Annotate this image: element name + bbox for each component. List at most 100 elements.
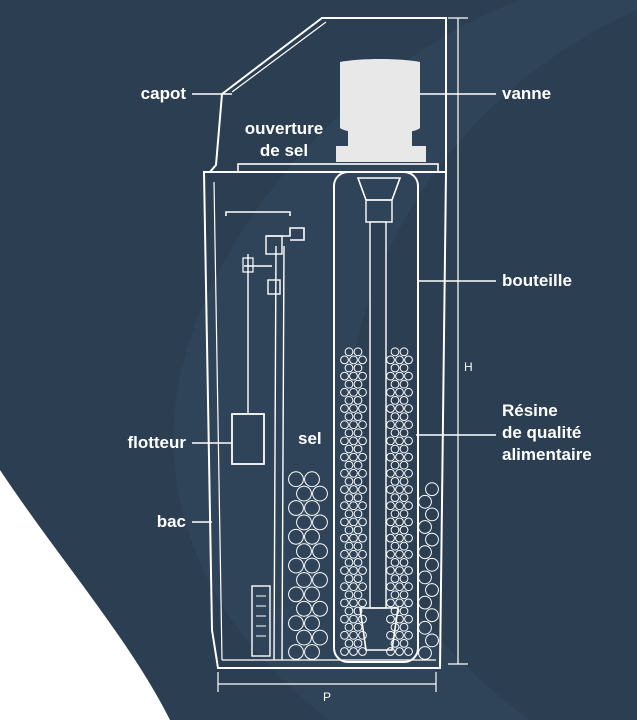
resin-bead [358,468,367,478]
salt-grain [425,557,439,572]
resin-bead [353,460,363,470]
resin-bead [399,639,409,648]
salt-grain [312,572,328,588]
resin-bead [395,355,404,365]
resin-bead [386,614,395,624]
salt-grain [288,500,304,516]
resin-bead [349,355,358,365]
resin-bead [399,574,409,583]
resin-bead [344,525,354,535]
resin-bead [395,485,404,494]
label-flotteur: flotteur [127,433,186,452]
valve-base [336,146,426,162]
resin-bead [358,647,367,656]
resin-bead [349,614,358,624]
salt-grain [304,615,320,632]
resin-bead [399,493,409,503]
float [231,413,265,465]
label-bac: bac [156,512,186,531]
bg-white-sweep [0,470,170,720]
salt-pile-right [418,482,439,660]
float-rod-clip [242,257,254,273]
resin-bead [344,558,354,567]
resin-bead [390,509,400,519]
resin-bead [349,468,358,478]
resin-bead [358,485,367,494]
resin-bead [340,436,349,446]
valve-neck [348,130,412,146]
resin-bead [344,477,354,486]
resin-bead [404,420,413,430]
resin-bead [390,525,400,535]
resin-bead [344,590,354,600]
resin-bead [353,363,363,373]
resin-bead [386,647,395,656]
resin-bead [390,541,400,551]
label-ouverture-de-sel: ouverture de sel [236,118,332,162]
resin-bead [349,371,358,381]
resin-bead [404,614,413,624]
resin-bead [390,493,400,503]
salt-grain [296,485,312,502]
resin-bead [353,509,363,519]
salt-grain [296,600,312,617]
label-capot: capot [140,84,186,103]
resin-bead [340,566,349,575]
tank-inner-wall [213,181,223,661]
resin-bead [399,412,409,422]
resin-bead [340,355,349,365]
resin-bead [395,452,404,462]
resin-bead [390,396,400,405]
resin-bead [344,428,354,438]
resin-bead [358,501,367,511]
resin-bead [395,501,404,511]
resin-bead [349,647,358,656]
resin-bead [399,541,409,551]
resin-bead [358,355,367,365]
resin-bead [386,501,395,511]
resin-bead [344,379,354,389]
resin-bead [349,598,358,608]
salt-grain [288,557,304,574]
resin-bead [399,558,409,567]
resin-bead [353,379,363,389]
resin-bead [344,574,354,583]
salt-grain [296,629,312,646]
resin-bead [386,420,395,430]
resin-bead [358,517,367,527]
resin-bead [395,404,404,413]
resin-bead [399,590,409,600]
salt-grain [296,514,312,531]
resin-bead [399,509,409,519]
resin-bead [399,606,409,616]
resin-bead [386,517,395,527]
resin-bead [395,387,404,397]
resin-bead [386,436,395,446]
resin-bead [386,387,395,397]
resin-bead [349,420,358,430]
resin-bead [344,509,354,519]
salt-grain [425,633,439,648]
resin-bead [404,533,413,543]
resin-bead [340,598,349,608]
resin-bead [358,371,367,381]
salt-grain [425,608,439,623]
resin-bead [349,517,358,527]
salt-grain [418,595,432,610]
resin-bead [404,549,413,559]
salt-grain [312,629,328,646]
brine-grid-slats [256,595,266,637]
resin-bead [349,533,358,543]
resin-bead [399,396,409,405]
resin-bead [395,420,404,430]
resin-bead [340,549,349,559]
resin-bead [395,614,404,624]
resin-bead [404,501,413,511]
resin-bead [340,614,349,624]
resin-bead [353,622,363,632]
resin-bead [353,574,363,583]
cover-inner-line [231,21,327,93]
resin-bead [386,598,395,608]
resin-bead [349,452,358,462]
